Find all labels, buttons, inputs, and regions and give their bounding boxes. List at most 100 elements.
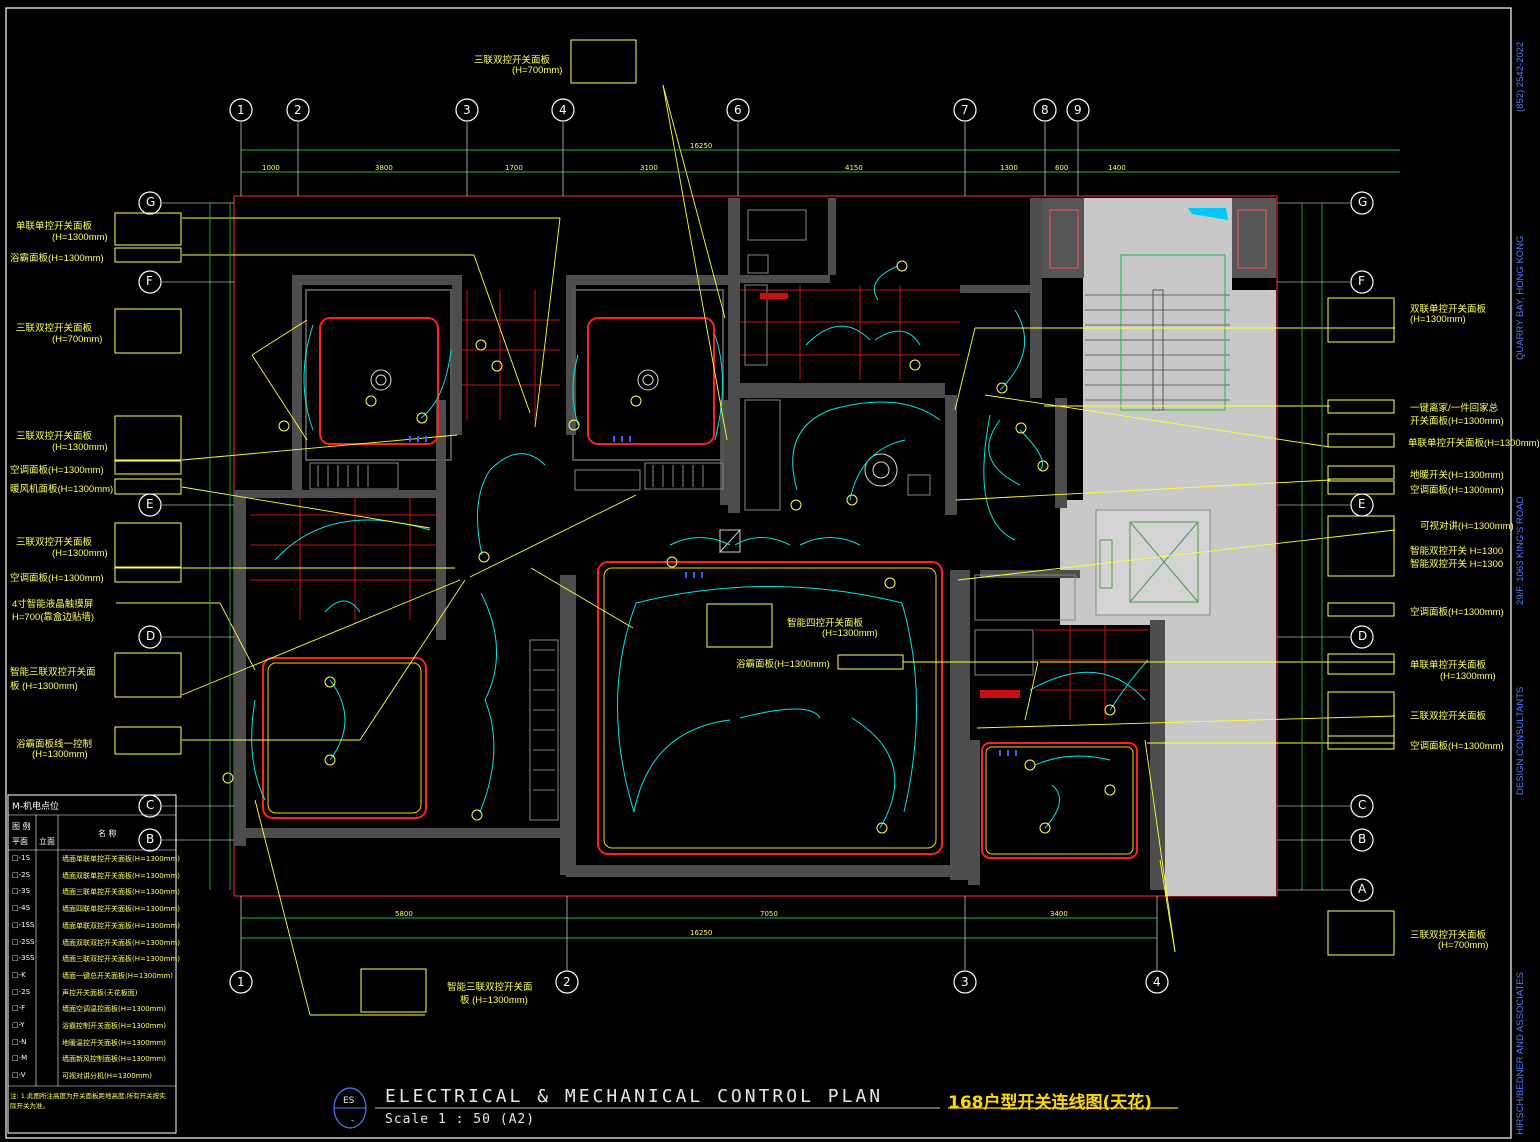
annotation-center: 浴霸面板(H=1300mm) [736, 659, 830, 670]
legend-row-name: 浴霸控制开关面板(H=1300mm) [62, 1022, 167, 1030]
grid-label-top: 4 [559, 103, 567, 117]
annotation-left: 4寸智能液晶触摸屏 [12, 599, 94, 610]
stair-landing [1120, 254, 1226, 411]
grid-label-bottom: 3 [961, 975, 969, 989]
grid-label-top: 7 [961, 103, 969, 117]
annotation-left: 空调面板(H=1300mm) [10, 465, 104, 476]
title-block [333, 1087, 1178, 1129]
grid-label-right: E [1358, 497, 1366, 511]
wardrobes [309, 399, 1076, 821]
dim-top-segment: 1700 [505, 164, 523, 172]
legend-row-name: 可视对讲分机(H=1300mm) [62, 1072, 153, 1081]
fire-hydrant-marker [1188, 208, 1228, 220]
grid-label-right: C [1358, 798, 1367, 812]
grid-label-left: G [146, 195, 156, 209]
dim-overall-bottom: 16250 [690, 929, 713, 937]
legend-row-name: 墙面单联双控开关面板(H=1300mm) [62, 921, 181, 930]
grid-label-bottom: 4 [1153, 975, 1161, 989]
legend-table [7, 794, 177, 1134]
bathroom-tiles [250, 285, 1148, 720]
skylight-marker [718, 528, 741, 553]
side-company: HIRSCH/BEDNER AND ASSOCIATES [1515, 972, 1526, 1135]
grid-label-top: 9 [1074, 103, 1082, 117]
grid-label-top: 8 [1041, 103, 1049, 117]
shaft-right [1232, 198, 1276, 278]
dim-top-segment: 3100 [640, 164, 658, 172]
legend-title: M-机电点位 [12, 802, 60, 812]
annotation-right: 智能双控开关 H=1300 [1410, 559, 1504, 570]
legend-row-name: 地暖温控开关面板(H=1300mm) [62, 1038, 167, 1047]
legend-row-code: □-1SS [12, 920, 35, 929]
legend-row-code: □-3SS [12, 954, 35, 963]
dim-bottom-segment: 7050 [760, 910, 778, 918]
legend-row-name: 墙面双联双控开关面板(H=1300mm) [62, 938, 181, 947]
water-pipe-left [1049, 209, 1079, 269]
dim-top-segment: 4150 [845, 164, 863, 172]
legend-row-code: □-3S [12, 887, 31, 896]
legend-row-code: □-2SS [12, 937, 35, 946]
grid-label-right: G [1358, 195, 1368, 209]
annotation-right: 单联单控开关面板 [1410, 660, 1487, 671]
side-address2: QUARRY BAY, HONG KONG [1515, 235, 1526, 360]
annotation-left: H=700(靠盒边贴墙) [12, 612, 95, 623]
annotation-left: 三联双控开关面板 [16, 431, 93, 442]
panel-tag-boxes [114, 39, 1395, 1013]
dim-top-segment: 1400 [1108, 164, 1126, 172]
legend-row-name: 墙面单联单控开关面板(H=1300mm) [62, 855, 181, 863]
annotation-right: (H=700mm) [1438, 940, 1489, 951]
elevator-lobby [1095, 509, 1211, 616]
annotation-left: (H=1300mm) [52, 442, 108, 453]
elevator-x2 [1129, 521, 1199, 603]
dimension-lines [209, 149, 1400, 939]
legend-row-code: □-2S [12, 870, 31, 879]
side-discipline: DESIGN CONSULTANTS [1515, 686, 1526, 795]
grid-label-top: 2 [294, 103, 302, 117]
annotation-center: 智能四控开关面板 [787, 618, 864, 629]
legend-row-code: □-N [12, 1037, 27, 1046]
annotation-left: 三联双控开关面板 [16, 537, 93, 548]
annotation-right: 空调面板(H=1300mm) [1410, 485, 1504, 496]
annotation-right: (H=1300mm) [1410, 314, 1466, 325]
annotation-left: (H=700mm) [52, 334, 103, 345]
walls [234, 198, 1165, 890]
legend-row-name: 墙面空调温控面板(H=1300mm) [62, 1005, 167, 1014]
sheet-border [5, 7, 1512, 1139]
stair-treads [1085, 294, 1230, 401]
drawing-scale: Scale 1 : 50 (A2) [385, 1112, 536, 1127]
legend-row-name: 墙面新风控制面板(H=1300mm) [62, 1055, 167, 1064]
annotation-right: 可视对讲(H=1300mm) [1420, 521, 1514, 532]
water-pipe-right [1237, 209, 1267, 269]
grid-label-left: C [146, 798, 155, 812]
annotation-left: (H=1300mm) [32, 749, 88, 760]
legend-row-code: □-4S [12, 904, 31, 913]
annotation-left: 智能三联双控开关面 [10, 667, 96, 678]
dim-bottom-segment: 5800 [395, 910, 413, 918]
legend-col-name: 名 称 [98, 829, 117, 838]
dim-top-segment: 600 [1055, 164, 1069, 172]
annotation-right: (H=1300mm) [1440, 671, 1496, 682]
grid-label-right: D [1358, 629, 1368, 643]
leader-lines [116, 84, 1396, 1016]
annotation-left: (H=1300mm) [52, 548, 108, 559]
sheet-number: ES [343, 1096, 355, 1106]
annotation-left: 浴霸面板线一控制 [16, 739, 93, 750]
annotation-left: (H=1300mm) [52, 232, 108, 243]
sheet-sub: - [351, 1116, 355, 1126]
legend-row-code: □-V [12, 1071, 26, 1080]
shaft-left [1040, 198, 1084, 278]
annotation-center: 板 (H=1300mm) [460, 995, 528, 1006]
legend-row-code: □-2S [12, 987, 31, 996]
annotation-right: 开关面板(H=1300mm) [1410, 416, 1504, 427]
annotation-right: 智能双控开关 H=1300 [1410, 546, 1504, 557]
ceiling-lamps [370, 369, 898, 487]
annotation-center: (H=1300mm) [822, 628, 878, 639]
side-phone: (852) 2542-2022 [1515, 41, 1526, 112]
annotation-left: 空调面板(H=1300mm) [10, 573, 104, 584]
grid-label-right: B [1358, 832, 1367, 846]
legend-row-code: □-Y [12, 1021, 25, 1029]
ceiling-coffers [262, 289, 1138, 859]
elevator-shaft [1129, 521, 1199, 603]
annotation-left: 浴霸面板(H=1300mm) [10, 253, 104, 264]
dim-bottom-segment: 3400 [1050, 910, 1068, 918]
